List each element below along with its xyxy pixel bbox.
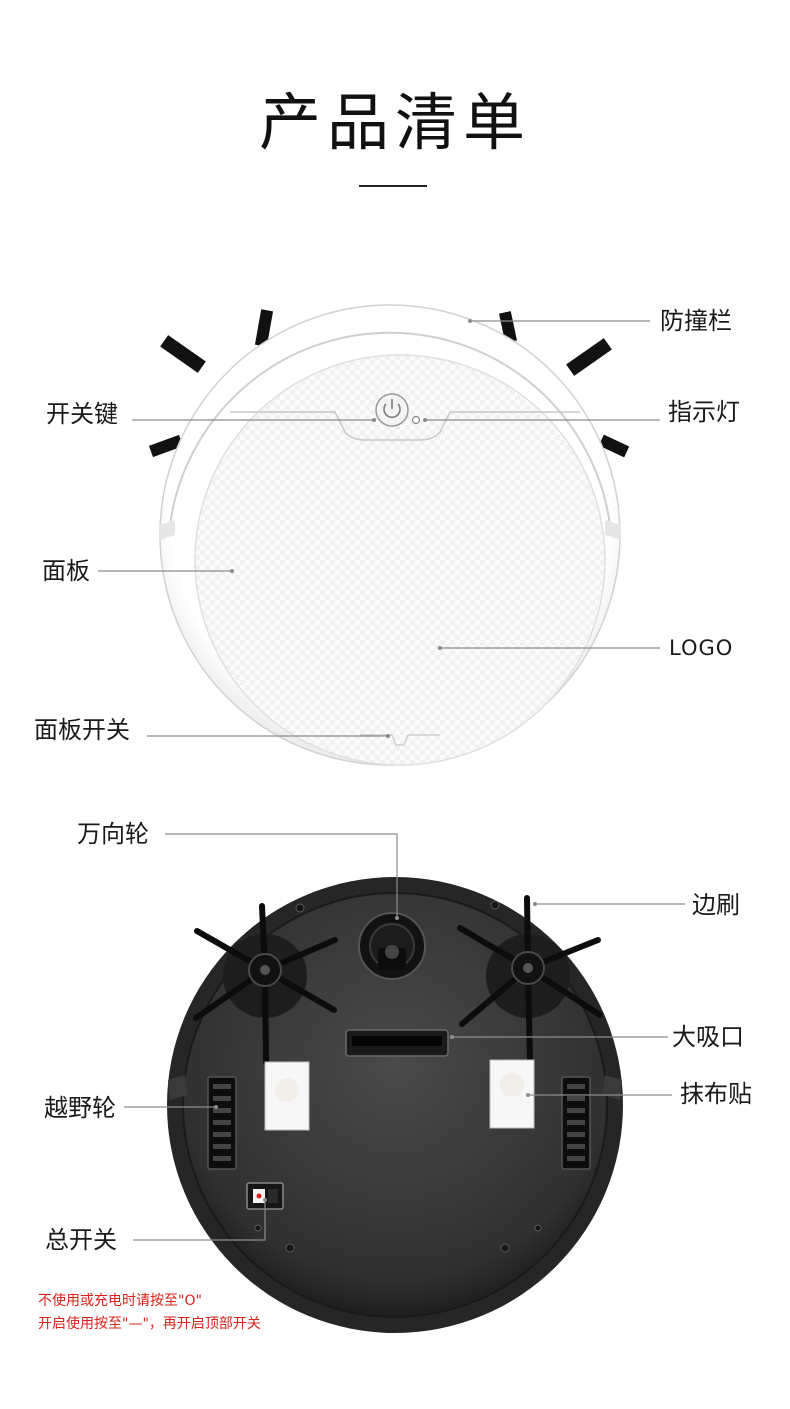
label-bumper: 防撞栏 <box>660 307 732 335</box>
label-suction-port: 大吸口 <box>672 1023 744 1051</box>
label-drive-wheel: 越野轮 <box>44 1094 116 1122</box>
label-indicator: 指示灯 <box>668 398 740 426</box>
side-brush-bristles-top <box>148 309 630 458</box>
label-panel-switch: 面板开关 <box>34 716 130 744</box>
usage-note-line1: 不使用或充电时请按至"O" <box>38 1293 202 1309</box>
label-logo: LOGO <box>669 636 734 660</box>
usage-note-line2: 开启使用按至"—"，再开启顶部开关 <box>38 1316 261 1332</box>
label-caster-wheel: 万向轮 <box>77 820 149 848</box>
label-panel: 面板 <box>42 557 90 585</box>
title-divider <box>359 185 427 187</box>
robot-bottom-view-illustration <box>167 877 623 1333</box>
label-side-brush: 边刷 <box>692 891 740 919</box>
label-mop-pad: 抹布贴 <box>680 1080 752 1108</box>
label-power-key: 开关键 <box>46 400 118 428</box>
page-title: 产品清单 <box>258 86 531 159</box>
label-main-switch: 总开关 <box>45 1226 117 1254</box>
